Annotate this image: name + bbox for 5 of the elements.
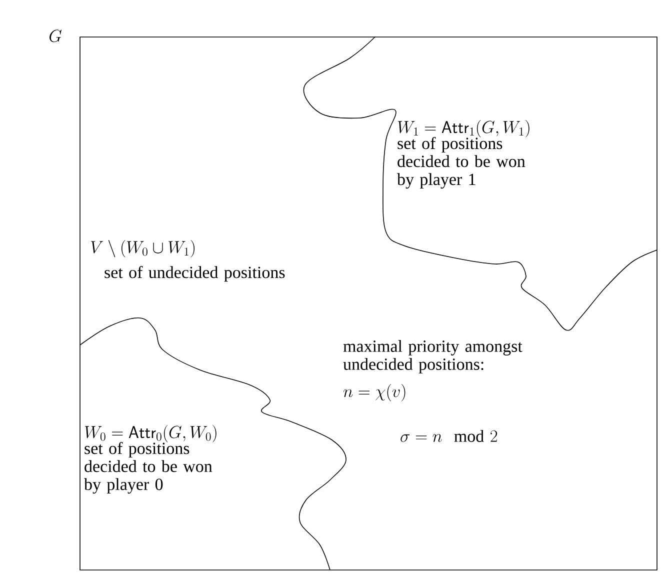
label-text: $\sigma = n \mod 2$ xyxy=(400,430,498,442)
node-label: $G$ xyxy=(50,30,62,42)
region: $W_1 = \mathsf{Attr}_1(G, W_1)$ set of positions decided to be won by player 1 xyxy=(303,36,658,331)
label-text: set of undecided positions xyxy=(104,266,285,282)
label-text: $V \setminus (W_0 \cup W_1)$ xyxy=(90,240,194,258)
